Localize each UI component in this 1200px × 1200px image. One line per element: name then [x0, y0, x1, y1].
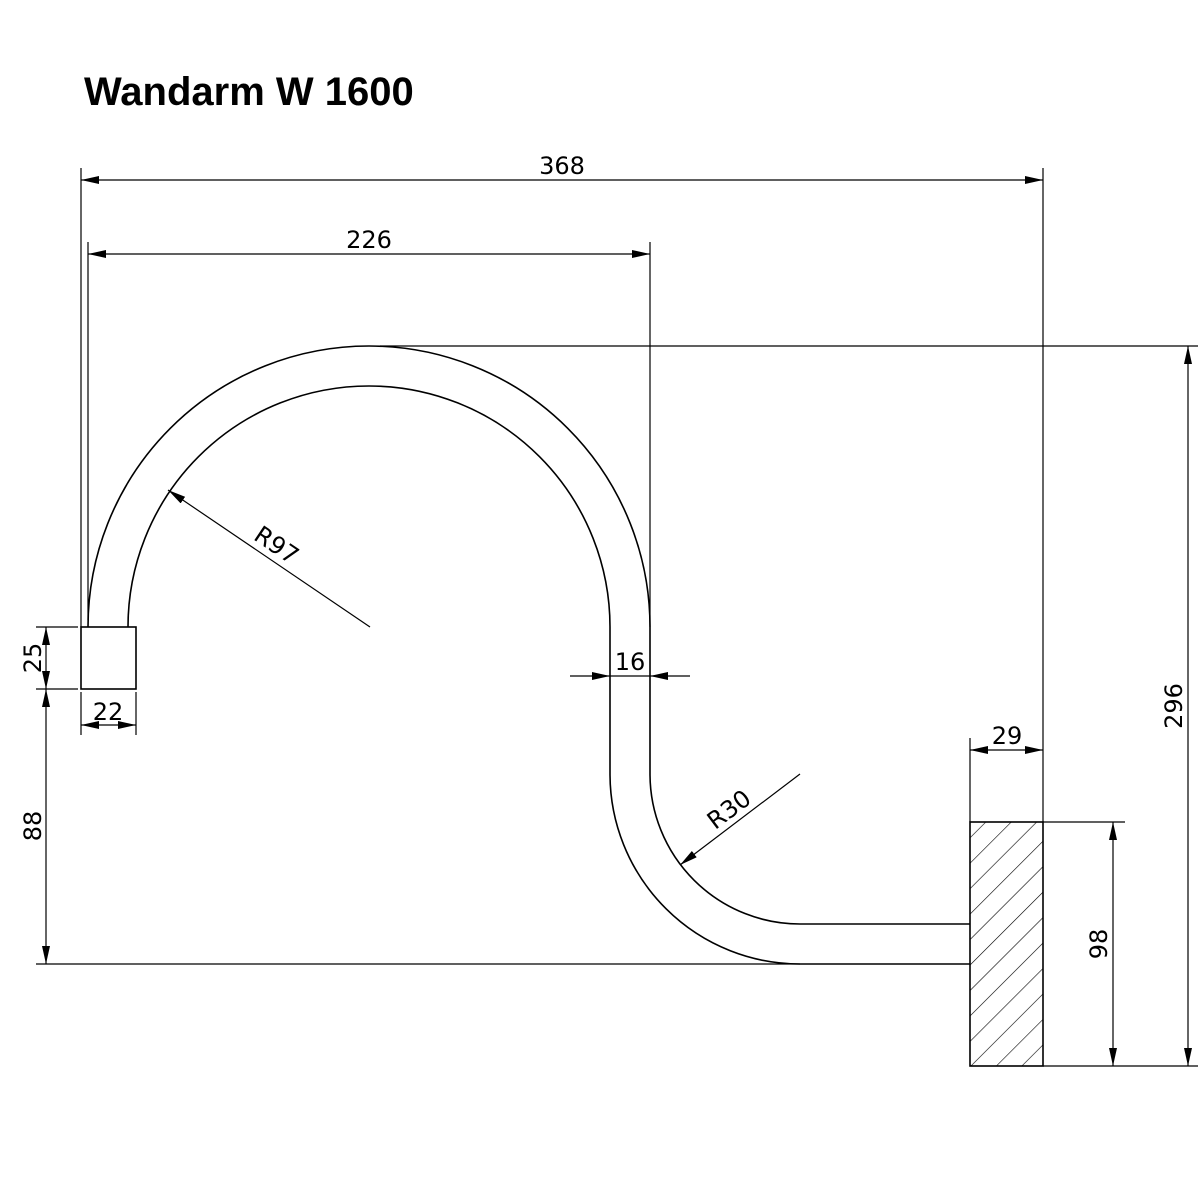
- wall-plate-hatched: [969, 821, 1044, 1067]
- end-block: [80, 626, 137, 690]
- dim-block-height: 25: [19, 643, 47, 674]
- dim-block-width: 22: [93, 698, 124, 726]
- dim-overall-width: 368: [539, 152, 585, 180]
- dim-plate-height: 98: [1085, 929, 1113, 960]
- wall-arm-outline: [87, 345, 970, 965]
- dim-base-height: 88: [19, 811, 47, 842]
- dim-arch-radius: R97: [249, 521, 304, 571]
- dim-arch-width: 226: [346, 226, 392, 254]
- dim-tube-diameter: 16: [615, 648, 646, 676]
- dimension-lines: [42, 176, 1192, 1066]
- dim-overall-height: 296: [1160, 683, 1188, 729]
- drawing-title: Wandarm W 1600: [84, 70, 414, 114]
- dim-plate-depth: 29: [992, 722, 1023, 750]
